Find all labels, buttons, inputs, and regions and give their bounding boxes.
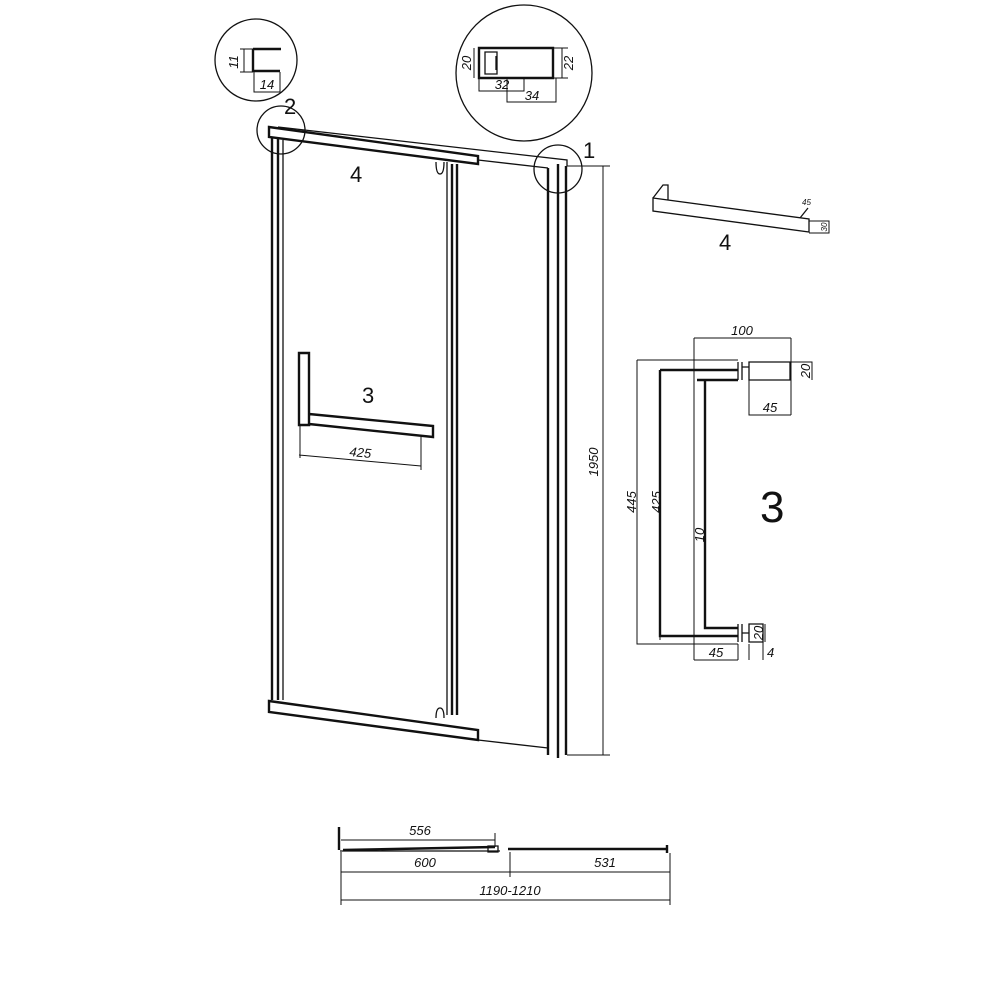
detail-2-width: 14 (260, 77, 274, 92)
door-elevation: 425 1950 2 1 4 3 (256, 94, 610, 758)
handle-3-detail: 100 20 45 445 425 10 45 20 4 3 (624, 323, 813, 661)
bar-4-label: 4 (719, 230, 731, 255)
handle-post-depth: 45 (763, 400, 778, 415)
door-height-dimension: 1950 (586, 447, 601, 477)
detail-2-profile: 11 14 (214, 18, 298, 102)
callout-2: 2 (284, 94, 296, 119)
door-opening-dimension: 556 (409, 823, 431, 838)
door-width-dimension: 600 (414, 855, 436, 870)
handle-post-height: 20 (798, 363, 813, 379)
plan-view: 556 600 531 1190-1210 (337, 823, 671, 905)
callout-4: 4 (350, 162, 362, 187)
handle-center-distance: 425 (649, 490, 664, 512)
detail-1-right-height: 22 (561, 55, 576, 71)
detail-1-profile: 20 22 32 34 (455, 4, 593, 142)
handle-3-label: 3 (760, 483, 784, 532)
callout-1: 1 (583, 138, 595, 163)
handle-total-height: 445 (624, 490, 639, 512)
detail-1-left-height: 20 (459, 55, 474, 71)
handle-bottom-height: 20 (751, 625, 766, 641)
total-width-dimension: 1190-1210 (479, 883, 541, 898)
fixed-panel-width-dimension: 531 (594, 855, 616, 870)
detail-1-outer-width: 34 (525, 88, 539, 103)
handle-length-dimension: 425 (349, 444, 373, 461)
handle-bar-thickness: 10 (692, 527, 707, 542)
bar-4-angle: 45 (802, 198, 811, 207)
handle-bottom-depth: 45 (709, 645, 724, 660)
detail-2-height: 11 (226, 55, 241, 69)
detail-1-inner-width: 32 (495, 77, 510, 92)
handle-gap: 4 (767, 645, 774, 660)
callout-3: 3 (362, 383, 374, 408)
handle-depth-dimension: 100 (731, 323, 753, 338)
bar-4-detail: 45 30 4 (652, 184, 830, 255)
bar-4-height: 30 (820, 222, 829, 231)
